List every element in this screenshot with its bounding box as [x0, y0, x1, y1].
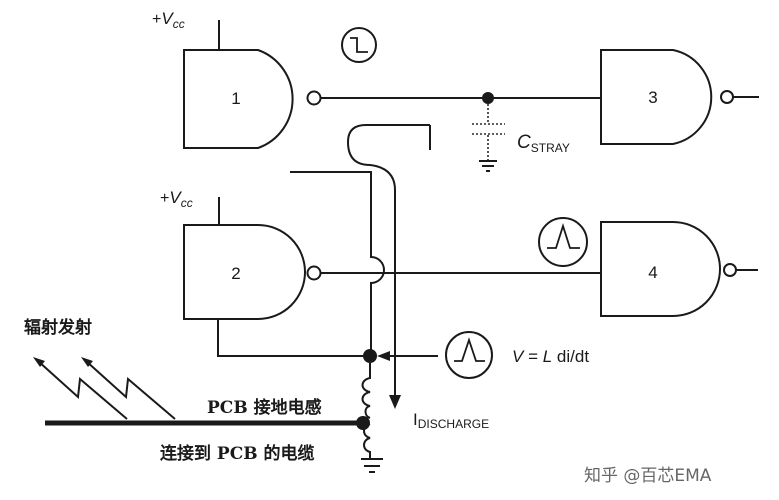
radiation-emission-label: 辐射发射: [24, 317, 92, 338]
gate-2-bubble: [306, 265, 322, 281]
cable-to-pcb-label: 连接到 PCB 的电缆: [160, 443, 315, 464]
ground-node-junction: [363, 349, 377, 363]
cstray-label: CSTRAY: [517, 132, 570, 155]
cable-inductor: [363, 423, 371, 458]
falling-step-signal-icon: [341, 27, 377, 63]
pcb-ground-inductance-label: PCB 接地电感: [207, 397, 322, 418]
junction-dot-cstray: [482, 92, 494, 104]
ground-bounce-arrow-icon: [377, 351, 390, 361]
nand-gate-3: 3: [600, 49, 759, 145]
gate-2-body: [183, 224, 306, 320]
gate-1-label: 1: [231, 89, 240, 108]
gate-1-body: [183, 49, 294, 149]
discharge-arrow-icon: [389, 395, 401, 409]
vcc-label-2: +Vcc: [160, 188, 193, 210]
gate-4-body: [600, 221, 721, 317]
gate-3-bubble: [720, 90, 734, 104]
equation-label: V = L di/dt: [512, 347, 589, 366]
radiation-emission-arrows: [33, 357, 176, 420]
gate-3-body: [600, 49, 713, 145]
watermark: 知乎 @百芯EMA: [584, 466, 712, 486]
glitch-pulse-signal-icon: [538, 217, 588, 267]
gate-3-label: 3: [648, 88, 657, 107]
pcb-ground-inductor: [361, 363, 371, 419]
stray-capacitor: [472, 104, 505, 172]
discharge-current-label: IDISCHARGE: [413, 410, 489, 431]
nand-gate-2: 2: [183, 197, 370, 357]
gate-4-label: 4: [648, 263, 657, 282]
ground-return-wire: [290, 171, 385, 356]
ground-bounce-signal-icon: [445, 331, 493, 379]
nand-gate-1: 1: [183, 20, 322, 149]
gate-1-bubble: [306, 90, 322, 106]
discharge-path-wire: [346, 124, 430, 398]
gate-2-ground-lead: [217, 319, 370, 357]
gate-2-label: 2: [231, 264, 240, 283]
vcc-label-1: +Vcc: [152, 9, 185, 31]
gate-4-bubble: [723, 263, 737, 277]
nand-gate-4: 4: [600, 221, 758, 317]
